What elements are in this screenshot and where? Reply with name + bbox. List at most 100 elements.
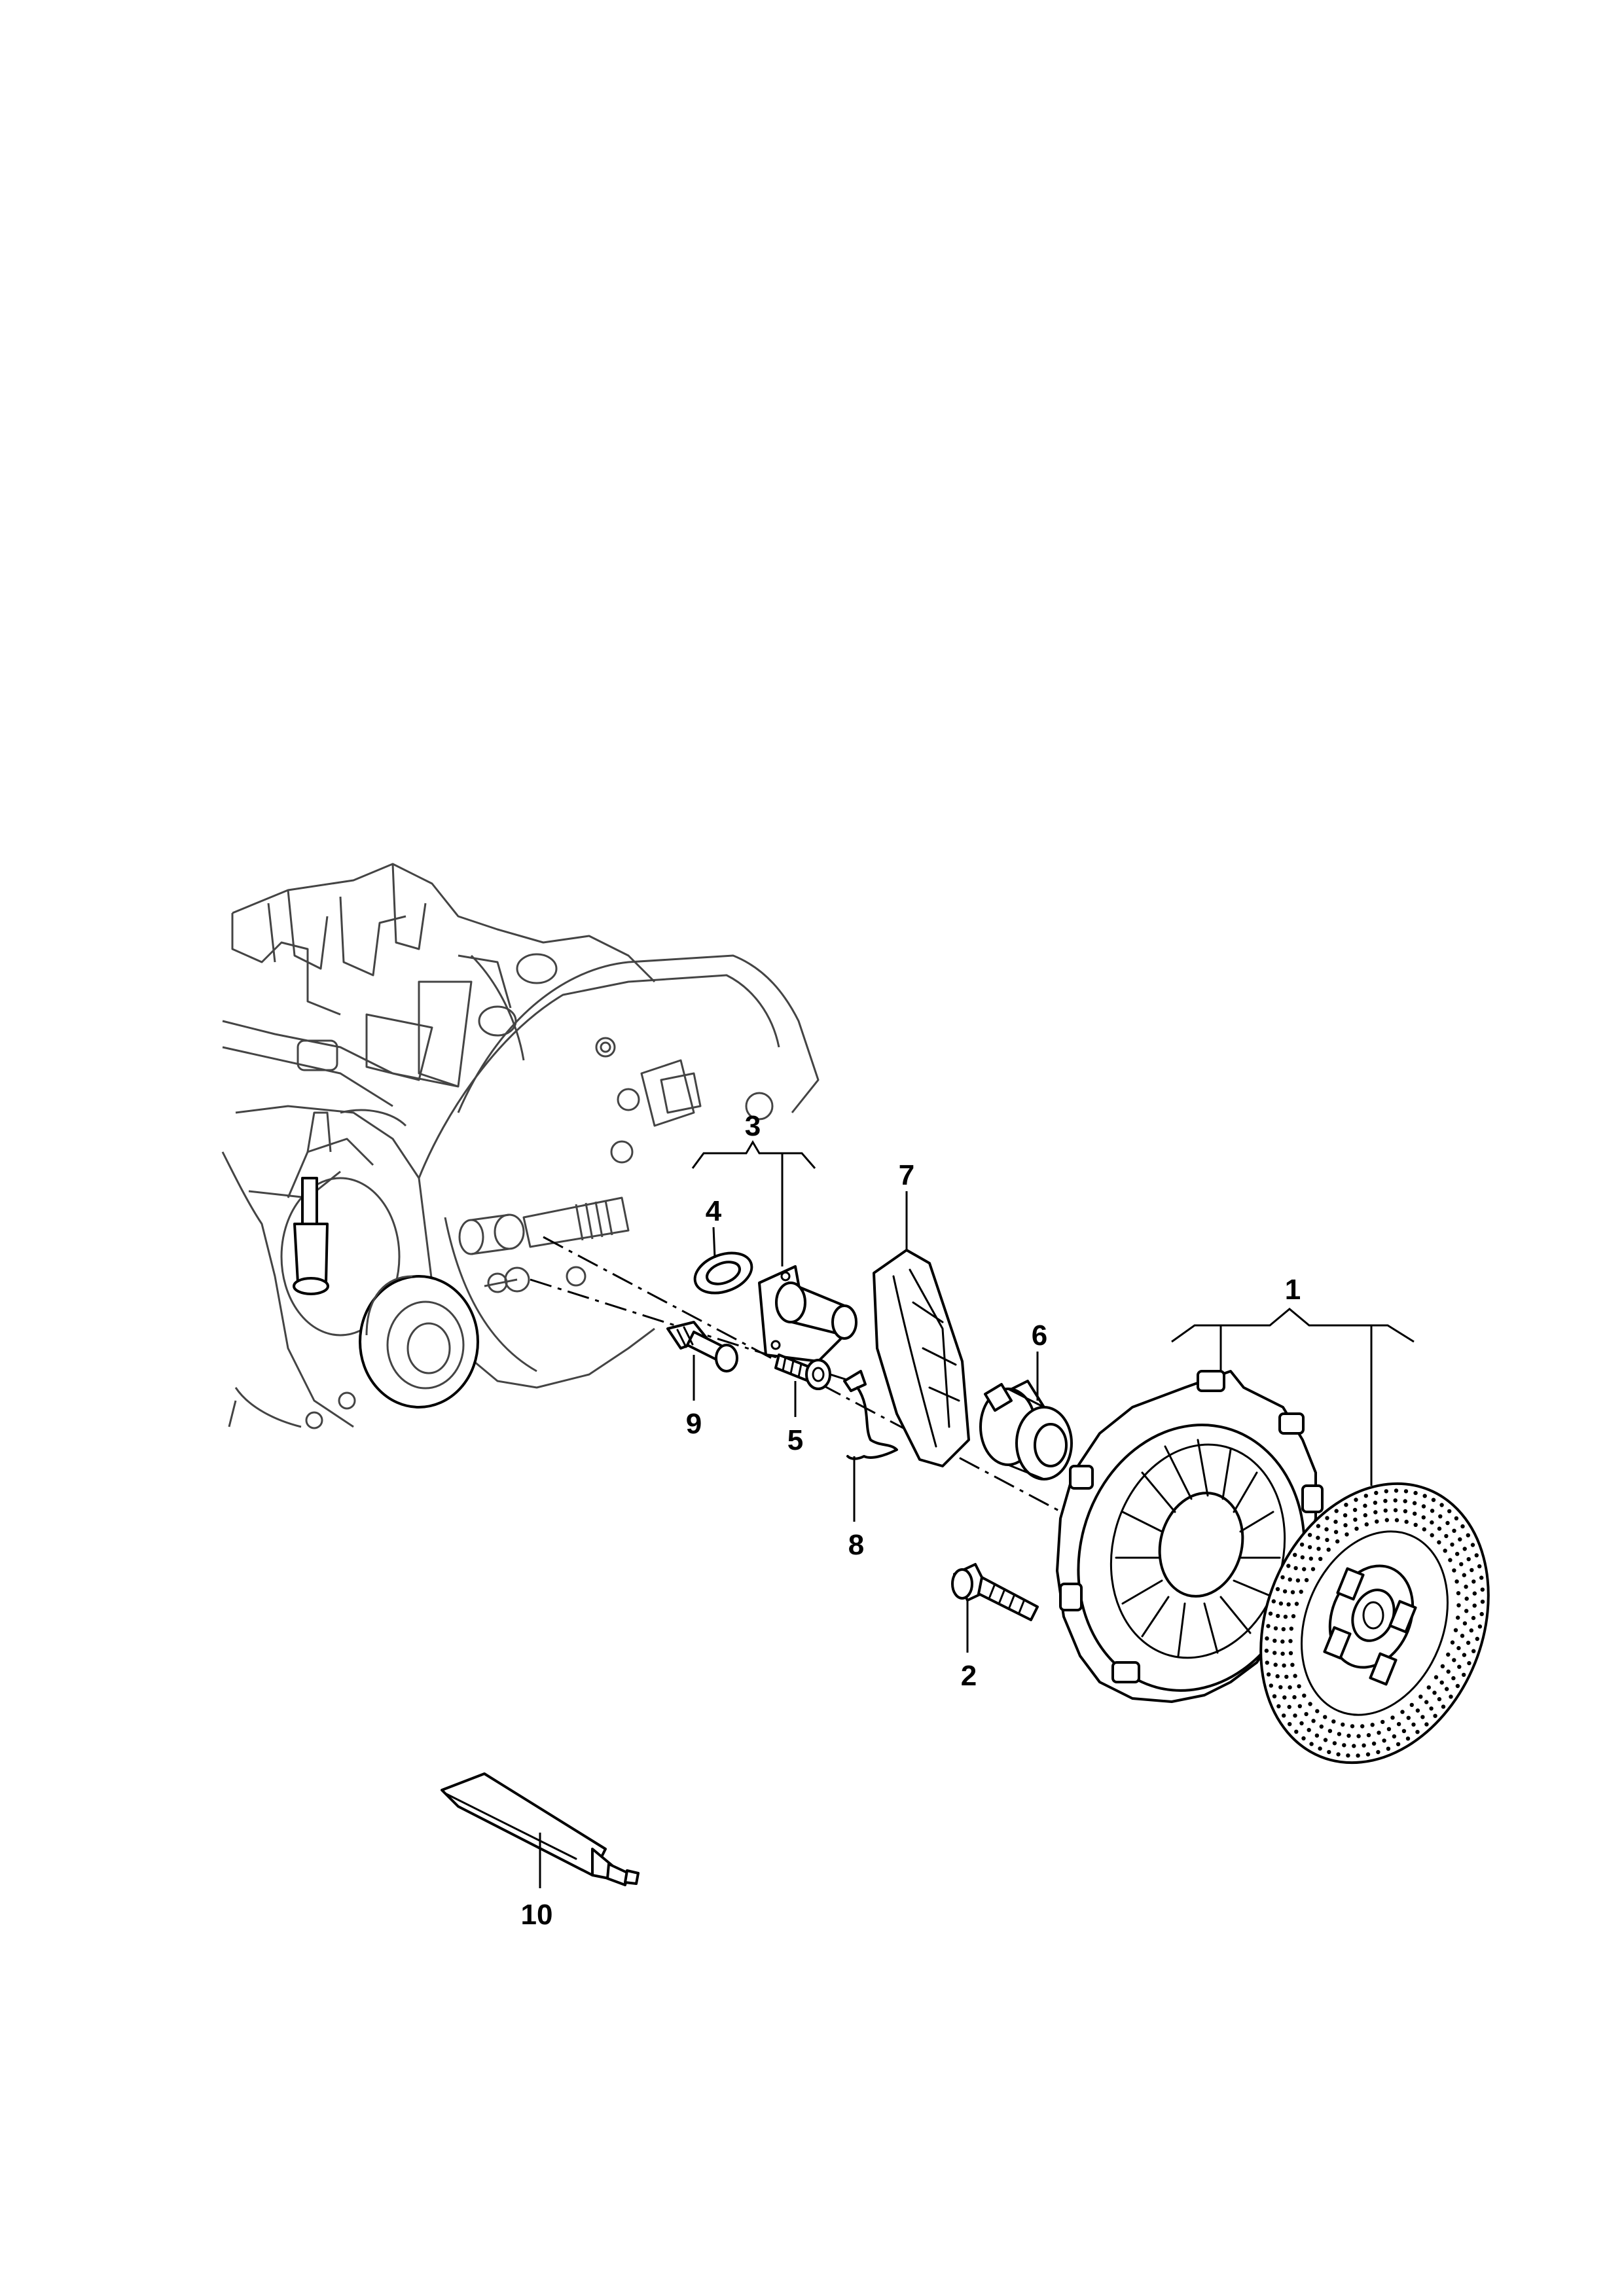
lining-dot bbox=[1337, 1732, 1342, 1736]
lining-dot bbox=[1280, 1651, 1285, 1656]
lining-dot bbox=[1282, 1713, 1286, 1718]
lining-dot bbox=[1413, 1511, 1417, 1516]
lining-dot bbox=[1466, 1557, 1471, 1562]
lining-dot bbox=[1307, 1533, 1312, 1537]
lining-dot bbox=[1458, 1537, 1462, 1542]
lining-dot bbox=[1455, 1683, 1460, 1689]
lining-dot bbox=[1278, 1685, 1283, 1689]
lining-dot bbox=[1344, 1503, 1348, 1507]
pressure-plate-bolt bbox=[951, 1563, 1039, 1621]
lining-dot bbox=[1437, 1540, 1441, 1545]
lining-dot bbox=[1451, 1676, 1456, 1681]
lining-dot bbox=[1409, 1702, 1414, 1708]
lining-dot bbox=[1445, 1520, 1450, 1526]
lining-dot bbox=[1457, 1664, 1462, 1669]
lining-dot bbox=[1333, 1519, 1338, 1524]
lining-dot bbox=[1393, 1498, 1398, 1503]
lining-dot bbox=[1363, 1513, 1367, 1518]
lining-dot bbox=[1371, 1741, 1377, 1746]
lining-dot bbox=[1430, 1520, 1434, 1525]
lining-dot bbox=[1304, 1578, 1309, 1583]
lining-dot bbox=[1276, 1613, 1280, 1619]
lining-dot bbox=[1282, 1695, 1287, 1700]
lining-dot bbox=[1413, 1522, 1418, 1527]
lining-dot bbox=[1272, 1694, 1277, 1698]
lining-dot bbox=[1444, 1534, 1449, 1539]
callout-3: 3 bbox=[745, 1110, 761, 1142]
callout-9: 9 bbox=[686, 1408, 702, 1440]
lining-dot bbox=[1266, 1624, 1271, 1628]
lining-dot bbox=[1462, 1547, 1467, 1551]
lining-dot bbox=[1288, 1685, 1292, 1690]
lining-dot bbox=[1430, 1533, 1434, 1537]
callout-1: 1 bbox=[1285, 1274, 1301, 1306]
lining-dot bbox=[1418, 1695, 1423, 1699]
lining-dot bbox=[1326, 1547, 1331, 1552]
lining-dot bbox=[1286, 1602, 1291, 1607]
lining-dot bbox=[1271, 1599, 1276, 1604]
lining-dot bbox=[1452, 1658, 1456, 1662]
lining-dot bbox=[1401, 1729, 1407, 1733]
callout-8: 8 bbox=[848, 1529, 864, 1561]
lining-dot bbox=[1354, 1526, 1359, 1531]
lining-dot bbox=[1464, 1609, 1469, 1613]
callout-10: 10 bbox=[521, 1899, 553, 1931]
lining-dot bbox=[1464, 1596, 1469, 1601]
lining-dot bbox=[1299, 1589, 1303, 1594]
lining-dot bbox=[1390, 1715, 1395, 1720]
lining-dot bbox=[1411, 1722, 1416, 1727]
lining-dot bbox=[1289, 1626, 1294, 1631]
lining-dot bbox=[1327, 1729, 1333, 1733]
lining-dot bbox=[1384, 1489, 1388, 1494]
lining-dot bbox=[1268, 1611, 1273, 1616]
lining-dot bbox=[1275, 1587, 1280, 1592]
lining-dot bbox=[1275, 1674, 1280, 1679]
lining-dot bbox=[1470, 1568, 1474, 1573]
lining-dot bbox=[1426, 1685, 1431, 1690]
lining-dot bbox=[1273, 1626, 1278, 1631]
lining-dot bbox=[1462, 1621, 1468, 1626]
lining-dot bbox=[1460, 1634, 1465, 1638]
lining-dot bbox=[1446, 1652, 1451, 1657]
lining-dot bbox=[1302, 1567, 1307, 1571]
lining-dot bbox=[1404, 1519, 1409, 1524]
lining-dot bbox=[1383, 1508, 1388, 1513]
lining-dot bbox=[1424, 1700, 1429, 1704]
lining-dot bbox=[1356, 1734, 1361, 1738]
lining-dot bbox=[1287, 1704, 1291, 1710]
lining-dot bbox=[1318, 1556, 1323, 1561]
lining-dot bbox=[1293, 1674, 1297, 1678]
lining-dot bbox=[1314, 1733, 1320, 1738]
lining-dot bbox=[1350, 1724, 1355, 1729]
lining-dot bbox=[1380, 1719, 1385, 1725]
lining-dot bbox=[1439, 1680, 1444, 1685]
lining-dot bbox=[1297, 1684, 1301, 1689]
lining-dot bbox=[1286, 1564, 1291, 1568]
lining-dot bbox=[1471, 1579, 1476, 1584]
lining-dot bbox=[1383, 1499, 1388, 1503]
lining-dot bbox=[1280, 1639, 1285, 1644]
lining-dot bbox=[1469, 1628, 1473, 1633]
lining-dot bbox=[1441, 1704, 1446, 1709]
lining-dot bbox=[1446, 1669, 1451, 1674]
lining-dot bbox=[1459, 1562, 1464, 1567]
lining-dot bbox=[1456, 1645, 1461, 1651]
callout-4: 4 bbox=[706, 1195, 722, 1227]
callout-6: 6 bbox=[1032, 1319, 1047, 1352]
lining-dot bbox=[1479, 1611, 1484, 1617]
lining-dot bbox=[1300, 1555, 1305, 1560]
lining-dot bbox=[1364, 1522, 1369, 1527]
lining-dot bbox=[1454, 1579, 1459, 1584]
grease-tube bbox=[441, 1772, 640, 1886]
lining-dot bbox=[1472, 1591, 1477, 1596]
lining-dot bbox=[1281, 1627, 1286, 1632]
lining-dot bbox=[1319, 1724, 1324, 1729]
lining-dot bbox=[1437, 1526, 1442, 1531]
lining-dot bbox=[1299, 1721, 1304, 1726]
leader-lines bbox=[539, 1140, 1415, 1888]
lining-dot bbox=[1413, 1490, 1418, 1496]
lining-dot bbox=[1308, 1702, 1312, 1706]
lining-dot bbox=[1373, 1510, 1378, 1515]
lining-dot bbox=[1316, 1535, 1320, 1540]
lining-dot bbox=[1352, 1507, 1358, 1513]
